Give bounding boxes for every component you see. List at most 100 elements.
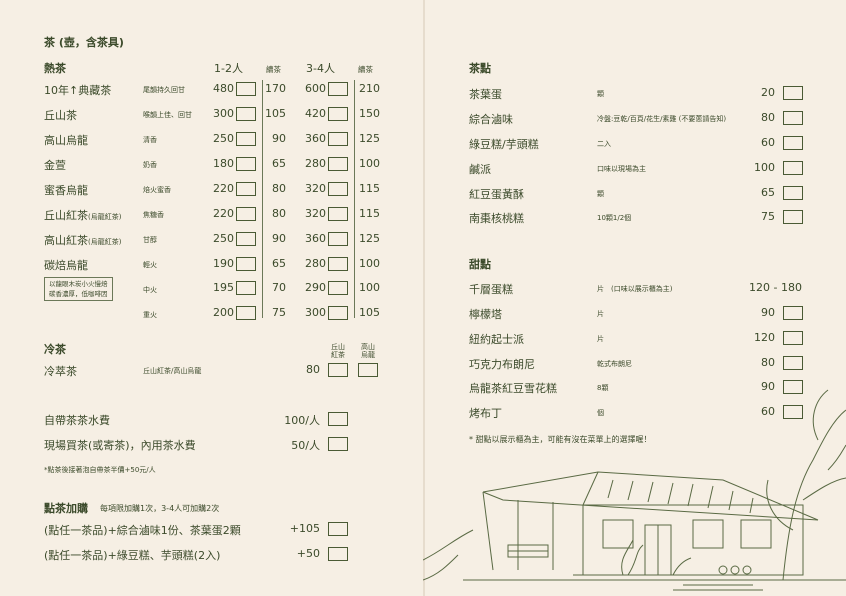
order-checkbox[interactable] — [783, 111, 803, 125]
price-1-2: 180 — [213, 157, 234, 170]
tea-note: 重火 — [143, 311, 157, 319]
order-checkbox[interactable] — [328, 232, 348, 246]
order-checkbox[interactable] — [328, 82, 348, 96]
snack-price: 60 — [761, 136, 775, 149]
snack-price: 65 — [761, 186, 775, 199]
order-checkbox[interactable] — [328, 182, 348, 196]
refill-price-1-2: 170 — [265, 82, 286, 95]
order-checkbox[interactable] — [328, 107, 348, 121]
charcoal-note-line-1: 以龍眼木炭小火慢焙 — [49, 280, 108, 288]
snack-note: 二入 — [597, 140, 611, 148]
order-checkbox[interactable] — [236, 132, 256, 146]
dessert-name: 烤布丁 — [469, 407, 502, 420]
snack-note: 口味以現場為主 — [597, 165, 646, 173]
snack-price: 20 — [761, 86, 775, 99]
order-checkbox[interactable] — [328, 363, 348, 377]
snack-name: 綠豆糕/芋頭糕 — [469, 138, 539, 151]
page-fold — [423, 0, 425, 596]
refill-price-3-4: 150 — [359, 107, 380, 120]
dessert-name: 千層蛋糕 — [469, 283, 513, 296]
order-checkbox[interactable] — [783, 405, 803, 419]
price-1-2: 250 — [213, 232, 234, 245]
dessert-price: 120 — [754, 331, 775, 344]
order-checkbox[interactable] — [236, 257, 256, 271]
tea-name: 碳焙烏龍 — [44, 259, 88, 272]
order-checkbox[interactable] — [783, 380, 803, 394]
order-checkbox[interactable] — [328, 132, 348, 146]
order-checkbox[interactable] — [783, 210, 803, 224]
order-checkbox[interactable] — [236, 232, 256, 246]
section-title: 茶 (壺，含茶具) — [44, 36, 124, 49]
order-checkbox[interactable] — [236, 82, 256, 96]
order-checkbox[interactable] — [783, 86, 803, 100]
refill-price-1-2: 65 — [272, 257, 286, 270]
tea-name: 高山紅茶(烏龍紅茶) — [44, 234, 122, 247]
price-3-4: 280 — [305, 157, 326, 170]
price-3-4: 320 — [305, 182, 326, 195]
tea-name: 高山烏龍 — [44, 134, 88, 147]
col-header-refill-1: 續茶 — [266, 65, 281, 74]
order-checkbox[interactable] — [236, 306, 256, 320]
order-checkbox[interactable] — [328, 547, 348, 561]
order-checkbox[interactable] — [236, 157, 256, 171]
fee-price: 100/人 — [284, 414, 320, 427]
order-checkbox[interactable] — [328, 257, 348, 271]
addon-price: +50 — [296, 547, 320, 560]
order-checkbox[interactable] — [783, 161, 803, 175]
order-checkbox[interactable] — [328, 437, 348, 451]
price-1-2: 250 — [213, 132, 234, 145]
dessert-name: 巧克力布朗尼 — [469, 358, 535, 371]
order-checkbox[interactable] — [236, 207, 256, 221]
hot-tea-heading: 熱茶 — [44, 62, 66, 75]
order-checkbox[interactable] — [328, 412, 348, 426]
dessert-footnote: * 甜點以展示櫃為主，可能有沒在菜單上的選擇喔！ — [469, 435, 652, 444]
snack-name: 鹹派 — [469, 163, 491, 176]
order-checkbox[interactable] — [328, 207, 348, 221]
tea-name-sub: (烏龍紅茶) — [88, 213, 122, 221]
order-checkbox[interactable] — [328, 522, 348, 536]
addon-heading: 點茶加購 — [44, 502, 88, 515]
order-checkbox[interactable] — [783, 186, 803, 200]
refill-price-3-4: 125 — [359, 132, 380, 145]
order-checkbox[interactable] — [783, 136, 803, 150]
col-header-1-2: 1-2人 — [214, 62, 243, 75]
dessert-price: 60 — [761, 405, 775, 418]
fee-label: 自帶茶茶水費 — [44, 414, 110, 427]
price-1-2: 300 — [213, 107, 234, 120]
addon-label: (點任一茶品)+綜合滷味1份、茶葉蛋2顆 — [44, 524, 241, 537]
refill-price-3-4: 115 — [359, 207, 380, 220]
tea-name: 蜜香烏龍 — [44, 184, 88, 197]
snack-name: 紅豆蛋黃酥 — [469, 188, 524, 201]
column-divider-1 — [262, 80, 263, 318]
price-3-4: 360 — [305, 232, 326, 245]
order-checkbox[interactable] — [328, 281, 348, 295]
price-3-4: 290 — [305, 281, 326, 294]
snack-price: 75 — [761, 210, 775, 223]
dessert-note: 8顆 — [597, 384, 609, 392]
order-checkbox[interactable] — [783, 356, 803, 370]
refill-price-1-2: 70 — [272, 281, 286, 294]
charcoal-note-line-2: 碳香濃厚，低咖啡因 — [49, 290, 108, 298]
refill-price-3-4: 100 — [359, 281, 380, 294]
order-checkbox[interactable] — [236, 182, 256, 196]
order-checkbox[interactable] — [783, 306, 803, 320]
order-checkbox[interactable] — [358, 363, 378, 377]
refill-price-3-4: 100 — [359, 257, 380, 270]
dessert-price: 120 - 180 — [749, 281, 802, 294]
order-checkbox[interactable] — [236, 281, 256, 295]
price-3-4: 280 — [305, 257, 326, 270]
price-1-2: 195 — [213, 281, 234, 294]
price-3-4: 420 — [305, 107, 326, 120]
price-3-4: 320 — [305, 207, 326, 220]
order-checkbox[interactable] — [328, 306, 348, 320]
price-3-4: 600 — [305, 82, 326, 95]
order-checkbox[interactable] — [783, 331, 803, 345]
order-checkbox[interactable] — [328, 157, 348, 171]
order-checkbox[interactable] — [236, 107, 256, 121]
price-1-2: 480 — [213, 82, 234, 95]
tea-note: 清香 — [143, 136, 157, 144]
desserts-heading: 甜點 — [469, 258, 491, 271]
tea-name-sub: (烏龍紅茶) — [88, 238, 122, 246]
dessert-name: 紐約起士派 — [469, 333, 524, 346]
